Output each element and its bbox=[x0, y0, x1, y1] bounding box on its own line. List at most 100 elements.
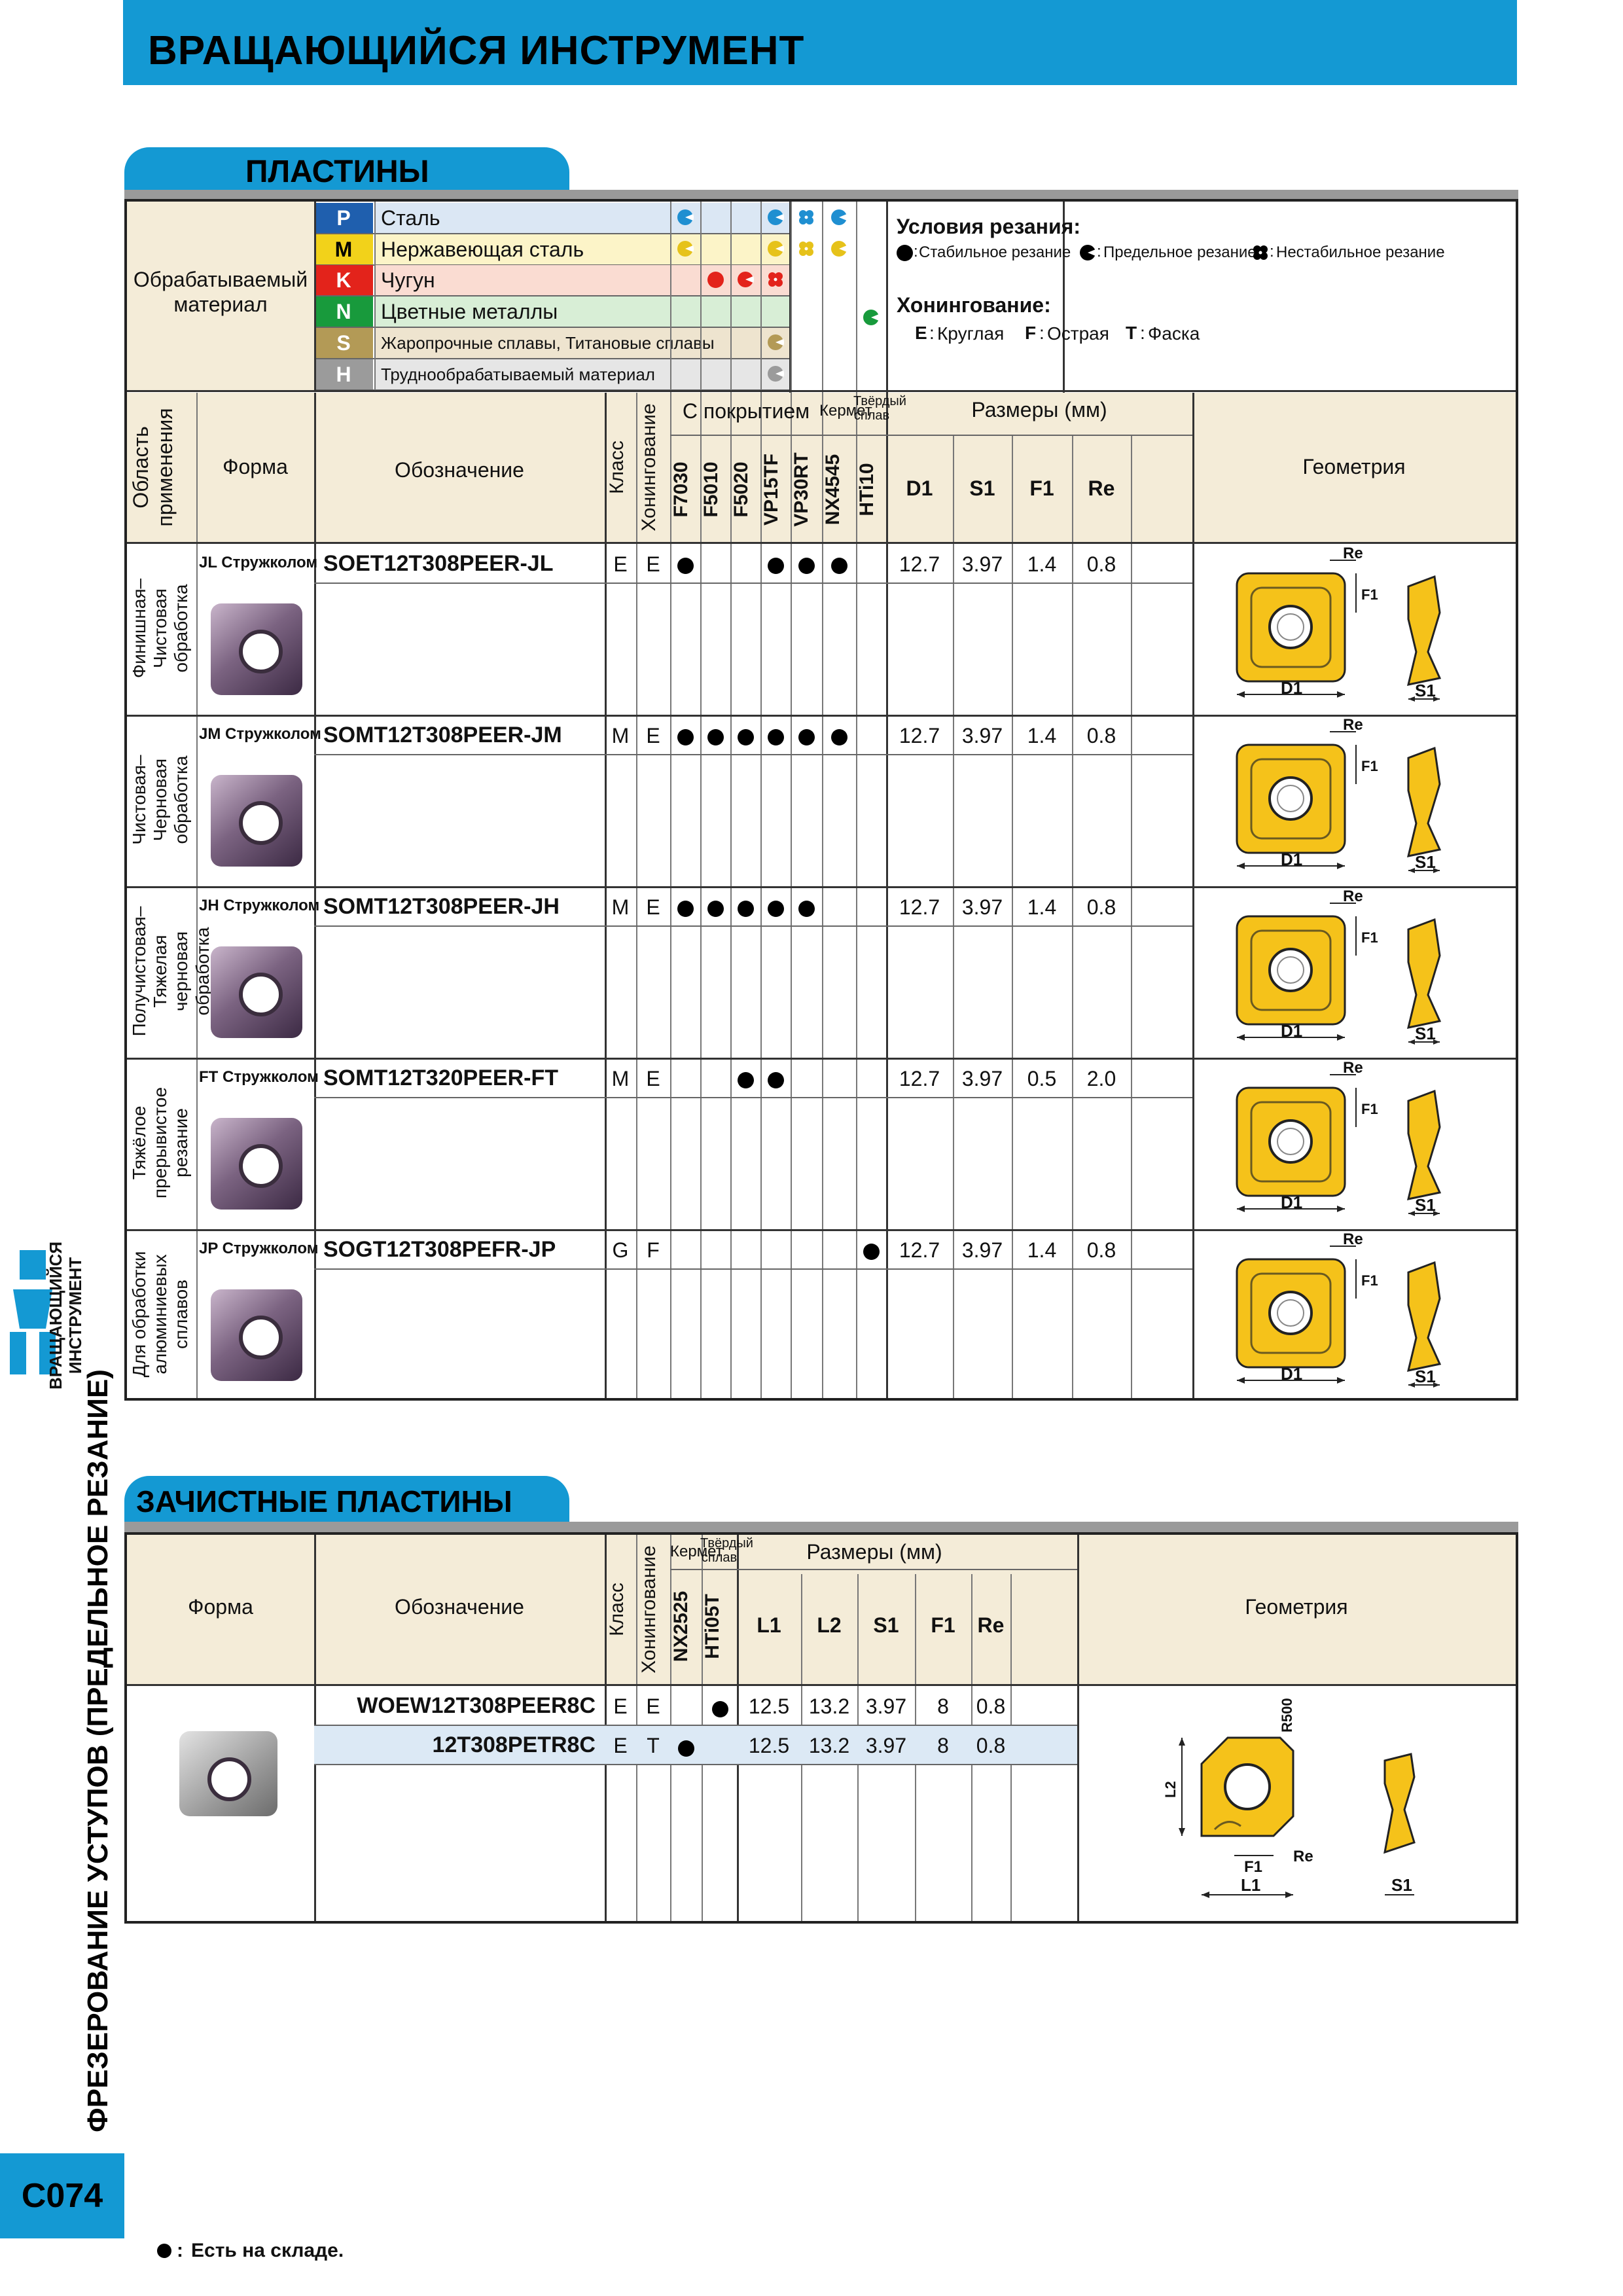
geometry-label-s1: S1 bbox=[1415, 1024, 1436, 1043]
header-class: Класс bbox=[606, 440, 628, 494]
wiper-insert-photo bbox=[179, 1731, 277, 1816]
honing-title: Хонингование: bbox=[897, 293, 1051, 317]
in-stock-dot bbox=[768, 729, 784, 745]
dim-f1: 1.4 bbox=[1027, 552, 1057, 576]
in-stock-dot bbox=[768, 1072, 784, 1088]
grid-line bbox=[670, 202, 671, 1398]
header-f1: F1 bbox=[931, 1613, 955, 1637]
header-l1: L1 bbox=[757, 1613, 781, 1637]
insert-class: M bbox=[611, 724, 630, 747]
row-area-1: Чистовая– Черновая обработка bbox=[129, 755, 192, 845]
dim-s1: 3.97 bbox=[961, 1067, 1003, 1090]
dim-s1: 3.97 bbox=[865, 1734, 907, 1757]
grid-line bbox=[196, 393, 198, 1398]
dim-l2: 13.2 bbox=[808, 1695, 850, 1718]
sidebar-section-title: ФРЕЗЕРОВАНИЕ УСТУПОВ (ПРЕДЕЛЬНОЕ РЕЗАНИЕ… bbox=[82, 1369, 114, 2132]
chipbreaker-label: JH Стружколом bbox=[199, 897, 320, 914]
conditions-title: Условия резания: bbox=[897, 215, 1080, 238]
header-geometry: Геометрия bbox=[1245, 1595, 1348, 1619]
grid-line bbox=[127, 1058, 1516, 1060]
insert-designation: SOGT12T308PEFR-JP bbox=[323, 1237, 556, 1262]
dim-f1: 8 bbox=[937, 1734, 949, 1757]
material-code-S: S bbox=[314, 327, 373, 359]
header-re: Re bbox=[1088, 476, 1115, 500]
geometry-label-re: Re bbox=[1343, 888, 1363, 905]
grid-line bbox=[127, 715, 1516, 717]
insert-honing: E bbox=[646, 1067, 660, 1090]
highlight-row bbox=[314, 1726, 1077, 1764]
header-cermet: Кермет bbox=[819, 402, 872, 420]
header-carbide: Твёрдый сплав bbox=[700, 1536, 753, 1565]
insert-honing: E bbox=[646, 552, 660, 576]
grid-line bbox=[314, 327, 789, 329]
material-code-H: H bbox=[314, 359, 373, 390]
milling-cutter-icon bbox=[10, 1250, 56, 1374]
in-stock-dot bbox=[768, 901, 784, 917]
honing-e-label: Круглая bbox=[937, 323, 1005, 344]
geometry-label-s1: S1 bbox=[1415, 852, 1436, 872]
dim-re: 0.8 bbox=[1086, 724, 1116, 747]
grid-line bbox=[730, 202, 732, 1398]
grid-line bbox=[314, 233, 789, 234]
grid-line bbox=[314, 202, 316, 390]
header-shape: Форма bbox=[223, 455, 288, 478]
section-rule bbox=[124, 190, 1518, 200]
header-row-bg bbox=[127, 1535, 1516, 1685]
cutting-conditions-box: Условия резания::Стабильное резание:Пред… bbox=[887, 202, 1516, 390]
grade-header-HTi10: HTi10 bbox=[856, 463, 878, 516]
sidebar-tab-label: ВРАЩАЮЩИЙСЯ ИНСТРУМЕНТ bbox=[46, 1241, 85, 1390]
grid-line bbox=[314, 1725, 1077, 1726]
unstable-cutting-icon bbox=[799, 241, 813, 256]
honing-f-colon: : bbox=[1039, 323, 1044, 343]
grid-line bbox=[314, 295, 789, 297]
dim-f1: 0.5 bbox=[1027, 1067, 1057, 1090]
grid-line bbox=[314, 583, 1192, 584]
grid-line bbox=[789, 202, 791, 393]
grid-line bbox=[127, 542, 1516, 544]
in-stock-dot bbox=[768, 558, 784, 574]
insert-honing: F bbox=[647, 1238, 660, 1262]
grid-line bbox=[1012, 435, 1013, 1398]
header-row-bg bbox=[127, 393, 1516, 542]
page-number: C074 bbox=[0, 2153, 124, 2238]
geometry-label-re: Re bbox=[1293, 1848, 1313, 1865]
grid-line bbox=[953, 435, 954, 1398]
insert-honing: E bbox=[646, 895, 660, 919]
insert-geometry-drawing bbox=[1236, 1074, 1442, 1216]
material-code-P: P bbox=[314, 203, 373, 234]
geometry-label-f1: F1 bbox=[1244, 1858, 1263, 1876]
material-name: Жаропрочные сплавы, Титановые сплавы bbox=[374, 327, 789, 359]
header-shape: Форма bbox=[188, 1595, 253, 1619]
header-honing: Хонингование bbox=[638, 1545, 660, 1674]
row-area-0: Финишная– Чистовая обработка bbox=[129, 578, 192, 679]
dim-re: 2.0 bbox=[1086, 1067, 1116, 1090]
chipbreaker-label: JM Стружколом bbox=[199, 725, 321, 743]
section-tab-wiper-inserts: ЗАЧИСТНЫЕ ПЛАСТИНЫ bbox=[124, 1476, 569, 1522]
grade-header-HTi05T: HTi05T bbox=[702, 1594, 723, 1659]
grid-line bbox=[1192, 393, 1194, 1398]
dim-l1: 12.5 bbox=[748, 1734, 790, 1757]
limit-cutting-icon bbox=[831, 240, 847, 257]
in-stock-dot bbox=[712, 1701, 728, 1717]
section-title: ЗАЧИСТНЫЕ ПЛАСТИНЫ bbox=[136, 1484, 512, 1518]
grid-line bbox=[636, 393, 637, 1398]
grid-line bbox=[1063, 202, 1065, 393]
insert-class: G bbox=[612, 1238, 629, 1262]
dim-l2: 13.2 bbox=[808, 1734, 850, 1757]
honing-t-colon: : bbox=[1140, 323, 1145, 343]
grid-line bbox=[314, 357, 789, 359]
header-banner: ВРАЩАЮЩИЙСЯ ИНСТРУМЕНТ bbox=[123, 0, 1517, 85]
honing-f: F bbox=[1025, 323, 1037, 343]
dim-re: 0.8 bbox=[976, 1734, 1006, 1757]
dim-d1: 12.7 bbox=[899, 895, 940, 919]
geometry-label-s1: S1 bbox=[1391, 1875, 1412, 1895]
row-area-3: Тяжёлое прерывистое резание bbox=[129, 1086, 192, 1199]
header-carbide: Твёрдый сплав bbox=[853, 394, 906, 423]
section-tab-inserts: ПЛАСТИНЫ bbox=[124, 147, 569, 193]
in-stock-dot bbox=[798, 729, 815, 745]
material-name: Нержавеющая сталь bbox=[374, 234, 789, 265]
dim-s1: 3.97 bbox=[961, 724, 1003, 747]
header-geometry: Геометрия bbox=[1302, 455, 1406, 478]
in-stock-dot bbox=[798, 901, 815, 917]
header-designation: Обозначение bbox=[395, 1595, 524, 1619]
